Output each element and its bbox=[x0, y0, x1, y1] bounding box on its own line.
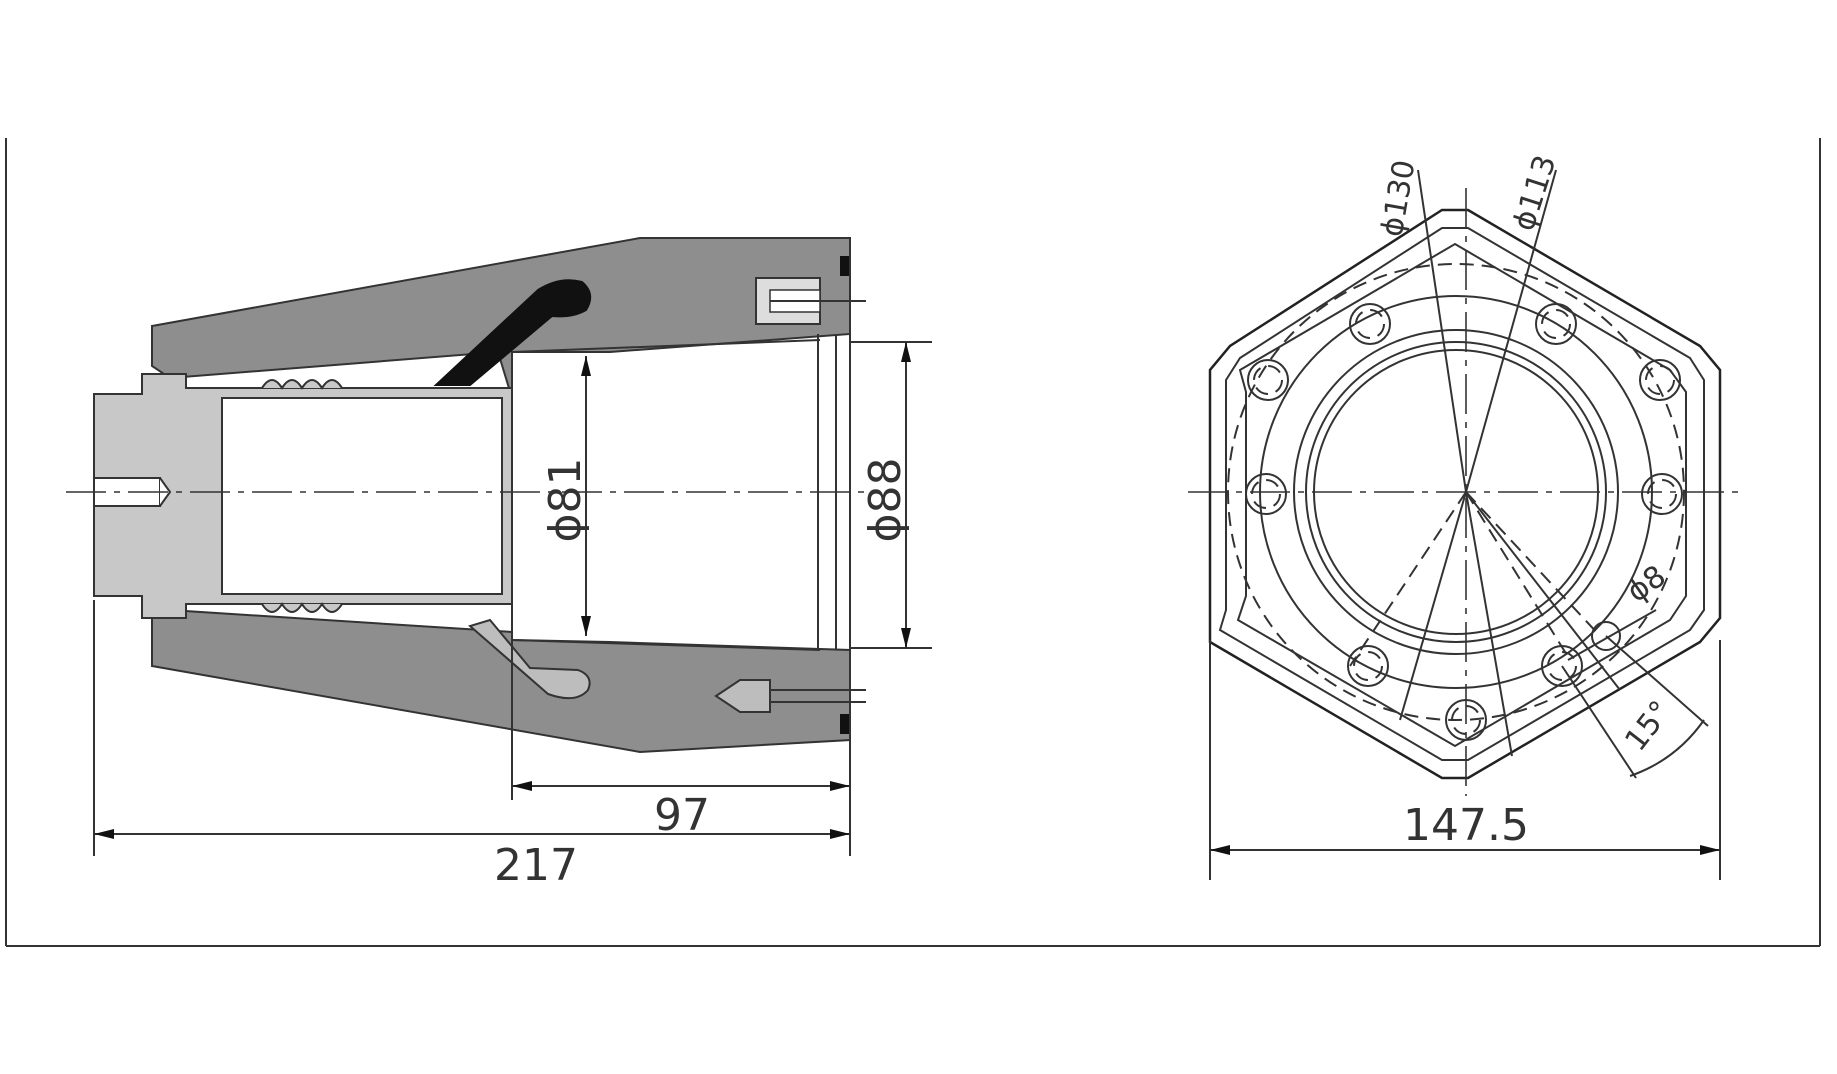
inner-bore bbox=[221, 397, 503, 595]
drawing-frame bbox=[5, 138, 1821, 947]
small-hole bbox=[1591, 621, 1621, 651]
outer-body-upper bbox=[151, 237, 851, 399]
dim-cone-length: 97 bbox=[654, 790, 710, 841]
dim-bolt-circle-inner: ϕ113 bbox=[1506, 151, 1563, 235]
end-view: ϕ130 ϕ113 ϕ8 15° 147.5 bbox=[1188, 151, 1746, 880]
sensor-detail-upper bbox=[755, 277, 866, 325]
dim-bore-diameter: ϕ81 bbox=[540, 457, 591, 542]
conductor-strip-upper bbox=[433, 279, 592, 386]
dim-angle: 15° bbox=[1618, 694, 1678, 757]
outer-body-lower bbox=[151, 599, 851, 754]
thread-upper bbox=[261, 379, 343, 390]
dim-hole-diameter: ϕ8 bbox=[1621, 559, 1673, 610]
bolt-holes bbox=[1245, 303, 1683, 741]
thread-lower bbox=[261, 602, 343, 613]
dim-across-flats: 147.5 bbox=[1403, 800, 1529, 851]
dim-total-length: 217 bbox=[494, 840, 578, 891]
dim-outer-diameter: ϕ88 bbox=[860, 457, 911, 542]
conductor-strip-lower bbox=[467, 618, 591, 700]
side-section-view: ϕ81 ϕ88 97 217 bbox=[66, 237, 932, 891]
sensor-detail-lower bbox=[714, 679, 866, 713]
hexagon-outer bbox=[1208, 208, 1722, 780]
hexagon-inner bbox=[1218, 227, 1705, 761]
